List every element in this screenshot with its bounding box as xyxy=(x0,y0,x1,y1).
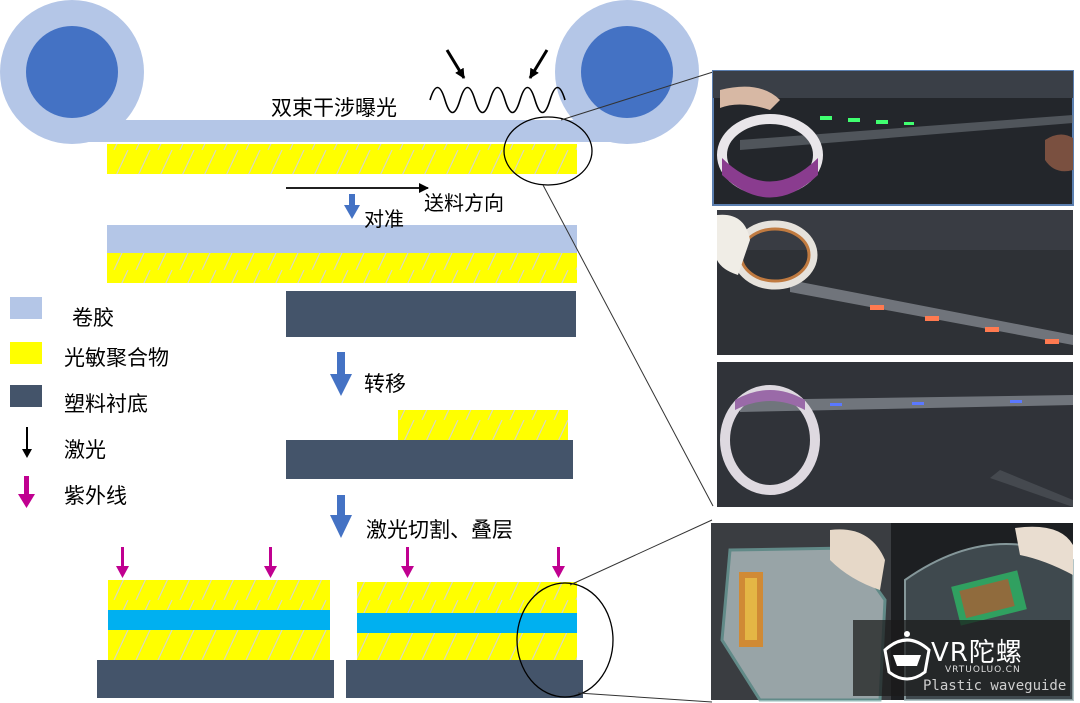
legend-label-photopolymer: 光敏聚合物 xyxy=(64,346,169,370)
align-arrow xyxy=(344,194,360,219)
watermark-brand: VR陀螺 xyxy=(931,638,1023,668)
watermark-url: VRTUOLUO.CN xyxy=(945,665,1021,675)
roll-film-aligned xyxy=(107,225,577,253)
uv-arrows xyxy=(116,547,565,578)
align-label: 对准 xyxy=(364,207,404,231)
photopolymer-layer-2 xyxy=(107,253,577,283)
left-roller-core xyxy=(26,26,118,118)
photo-roll-orange xyxy=(717,210,1073,355)
laser-beam-right xyxy=(528,49,549,79)
legend-swatch-roll-film xyxy=(10,297,42,319)
laser-beam-left xyxy=(445,49,466,79)
watermark-caption: Plastic waveguide xyxy=(923,678,1067,694)
connector-line xyxy=(569,519,713,586)
magnifier-circle-top xyxy=(503,116,593,186)
plastic-substrate-2 xyxy=(286,440,573,479)
legend-label-roll-film: 卷胶 xyxy=(72,306,114,330)
exposure-label: 双束干涉曝光 xyxy=(271,96,397,120)
legend-laser-arrow xyxy=(22,427,32,458)
legend-swatches xyxy=(10,297,42,508)
plastic-substrate-1 xyxy=(286,291,576,337)
legend-label-ultraviolet: 紫外线 xyxy=(64,484,127,508)
photopolymer-layer-1 xyxy=(107,144,577,174)
transfer-arrow xyxy=(330,352,352,396)
roll-film-top xyxy=(55,120,645,142)
feed-direction-label: 送料方向 xyxy=(424,191,504,215)
legend-label-plastic-substrate: 塑料衬底 xyxy=(64,392,148,416)
laminate-stack-left xyxy=(97,580,334,698)
photo-roll-blue xyxy=(717,362,1073,507)
connector-line xyxy=(577,692,713,703)
vr-logo-icon xyxy=(853,620,1070,696)
laminate-stack-right xyxy=(346,582,583,698)
transfer-label: 转移 xyxy=(364,372,406,396)
cut-laminate-label: 激光切割、叠层 xyxy=(366,518,513,542)
connector-line xyxy=(542,184,714,507)
connector-line xyxy=(560,71,714,121)
cut-laminate-arrow xyxy=(330,495,352,538)
photopolymer-transferred xyxy=(398,410,568,440)
roll-to-roll-setup xyxy=(0,0,699,144)
interference-wave xyxy=(429,86,566,114)
watermark: VR陀螺 VRTUOLUO.CN Plastic waveguide xyxy=(853,620,1070,696)
legend-swatch-photopolymer xyxy=(10,342,42,364)
right-roller-core xyxy=(581,26,673,118)
photo-roll-green xyxy=(712,70,1074,206)
legend-label-laser: 激光 xyxy=(64,438,106,462)
magnifier-circle-bottom xyxy=(516,582,614,698)
legend-uv-arrow xyxy=(18,476,35,508)
legend-swatch-plastic-substrate xyxy=(10,385,42,407)
